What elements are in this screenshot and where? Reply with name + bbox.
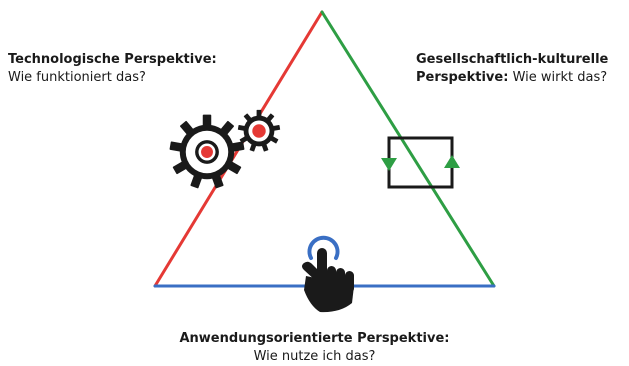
technological-title: Technologische Perspektive: (8, 52, 217, 67)
large-gear-center (201, 146, 213, 158)
application-perspective-label: Anwendungsorientierte Perspektive: Wie n… (0, 330, 629, 366)
touch-ring (307, 235, 340, 260)
small-gear-icon (237, 109, 281, 152)
down-arrow-icon (381, 158, 397, 171)
social-cultural-edge (320, 10, 496, 288)
up-arrow-icon (444, 155, 460, 168)
social-cultural-title-line1: Gesellschaftlich-kulturelle (416, 52, 609, 67)
cycle-arrows-icon (381, 136, 460, 189)
social-cultural-perspective-label: Gesellschaftlich-kulturelle Perspektive:… (416, 51, 608, 87)
small-gear-center (252, 124, 266, 138)
technological-question: Wie funktioniert das? (8, 70, 146, 85)
application-title: Anwendungsorientierte Perspektive: (179, 331, 450, 346)
social-cultural-title-line2: Perspektive: (416, 70, 509, 85)
technological-perspective-label: Technologische Perspektive: Wie funktion… (8, 51, 217, 87)
touch-hand-icon (302, 235, 354, 313)
large-gear-icon (169, 114, 245, 189)
gears-icon (169, 109, 281, 189)
social-cultural-question: Wie wirkt das? (512, 70, 608, 85)
application-question: Wie nutze ich das? (253, 349, 376, 364)
